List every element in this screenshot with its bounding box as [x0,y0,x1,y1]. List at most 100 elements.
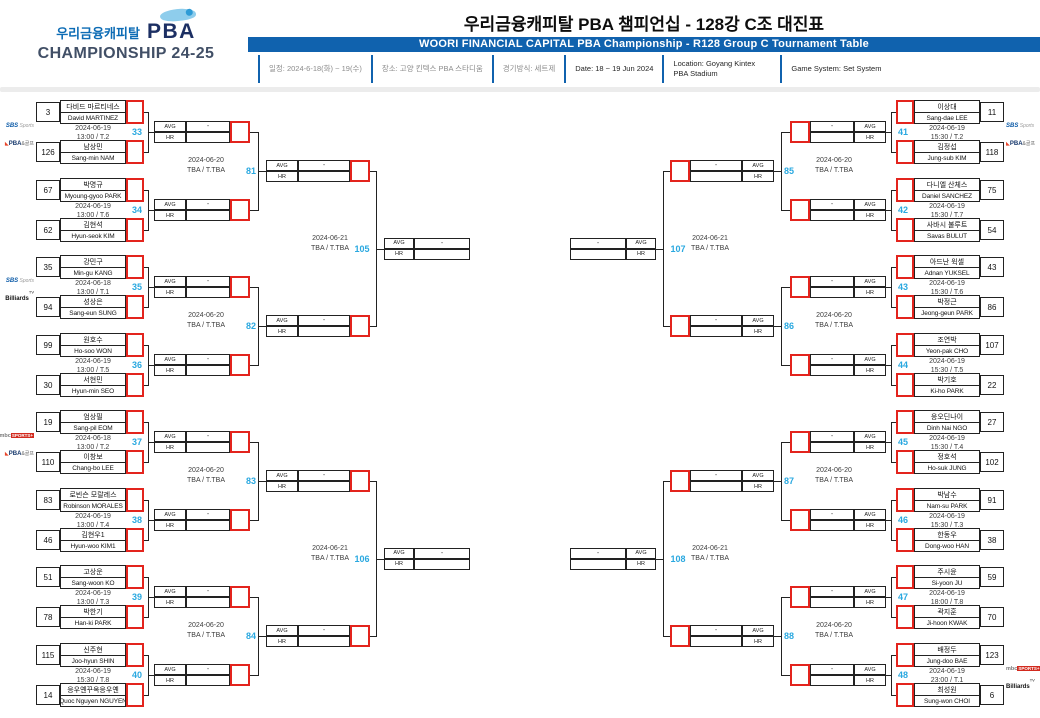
bracket-line [144,422,148,423]
player-name-en: Nam-su PARK [914,500,980,512]
bracket-line [144,462,148,463]
logo-text: mbc [1006,665,1018,672]
score-box [896,528,914,552]
bracket-line [144,617,148,618]
bracket-line [782,520,790,521]
match-time: 15:30 / T.4 [930,444,964,451]
mbc-sports-logo: mbcSPORTS+ [1006,657,1040,675]
player-name-en: Sang-woon KO [60,577,126,589]
stat-divider [690,170,774,172]
match-time: 13:00 / T.2 [76,444,110,451]
score-box [896,255,914,279]
player-name-en: Hyun-min SEO [60,385,126,397]
stat-label-hr: HR [154,675,186,686]
score-box [896,373,914,397]
match-number: 107 [670,243,686,254]
bracket-line [258,481,266,482]
bracket-line [144,230,148,231]
info-item: Location: Goyang Kintex PBA Stadium [662,55,780,83]
match-date: 2024-06-20 [188,467,224,474]
stat-label-hr: HR [266,171,298,182]
bracket-line [886,132,892,133]
seed-number: 102 [980,452,1004,472]
stat-value-hr [690,636,742,647]
bracket-line [892,617,896,618]
seed-number: 107 [980,335,1004,355]
score-box [896,295,914,319]
score-box [126,605,144,629]
stat-label-hr: HR [854,442,886,453]
player-name-en: Sang-pil EOM [60,422,126,434]
bracket-line [370,326,376,327]
match-date: 2024-06-19 [929,435,965,442]
match-time: 15:30 / T.2 [930,134,964,141]
bracket-line [144,540,148,541]
score-box [126,565,144,589]
stat-label-hr: HR [626,558,656,570]
bracket-line [664,171,670,172]
stat-label-hr: HR [626,248,656,260]
stat-divider [384,247,470,250]
pba-golf-logo: ◣PBA&골프 [5,442,34,460]
stat-divider [266,480,350,482]
score-box [126,255,144,279]
stat-value-hr [186,210,230,221]
player-name-en: Jung-doo BAE [914,655,980,667]
pba-logo: PBA [146,20,196,43]
score-box [790,509,810,531]
stat-value-hr [298,481,350,492]
stat-value-hr [810,442,854,453]
stat-value-hr [570,248,626,260]
player-name-en: Adnan YUKSEL [914,267,980,279]
broadcaster-logos: mbcSPORTS+◣PBA&골프 [0,429,34,457]
seed-number: 110 [36,452,60,472]
logo-text: Billiards [1006,684,1030,690]
logo-text: ◣ [4,451,9,457]
match-number: 45 [897,437,908,447]
stat-value-hr [810,520,854,531]
score-box [126,100,144,124]
stat-value-hr [186,675,230,686]
stat-divider [810,519,886,521]
bracket-line [892,540,896,541]
player-name-en: Sang-dae LEE [914,112,980,124]
player-name-en: David MARTINEZ [60,112,126,124]
score-box [126,488,144,512]
match-number: 37 [131,437,142,447]
match-number: 47 [897,592,908,602]
bracket-line [886,287,892,288]
stat-value-hr [186,365,230,376]
logo-text: TV [28,289,34,295]
score-box [896,333,914,357]
match-number: 40 [131,670,142,680]
match-time: 23:00 / T.1 [930,677,964,684]
seed-number: 14 [36,685,60,705]
player-name-kr: 고상운 [60,565,126,578]
stat-value-hr [810,675,854,686]
bracket-line [144,500,148,501]
match-time: 15:30 / T.3 [930,522,964,529]
stat-divider [810,674,886,676]
bracket-line [892,152,896,153]
score-box [230,431,250,453]
player-name-en: Ho-suk JUNG [914,462,980,474]
seed-number: 19 [36,412,60,432]
stat-label-hr: HR [854,675,886,686]
seed-number: 3 [36,102,60,122]
stat-label-hr: HR [854,520,886,531]
seed-number: 51 [36,567,60,587]
sbs-sports-logo: SBS Sports [6,114,34,132]
score-box [126,140,144,164]
score-box [670,315,690,337]
seed-number: 83 [36,490,60,510]
stat-divider [154,674,230,676]
bracket-line [664,636,670,637]
seed-number: 67 [36,180,60,200]
stat-divider [154,519,230,521]
match-time: TBA / T.TBA [187,167,225,174]
broadcaster-logos: SBS Sports◣PBA&골프 [1006,119,1040,147]
logo-text: Sports [18,277,34,284]
score-box [790,121,810,143]
player-name-en: Han-ki PARK [60,617,126,629]
score-box [896,643,914,667]
